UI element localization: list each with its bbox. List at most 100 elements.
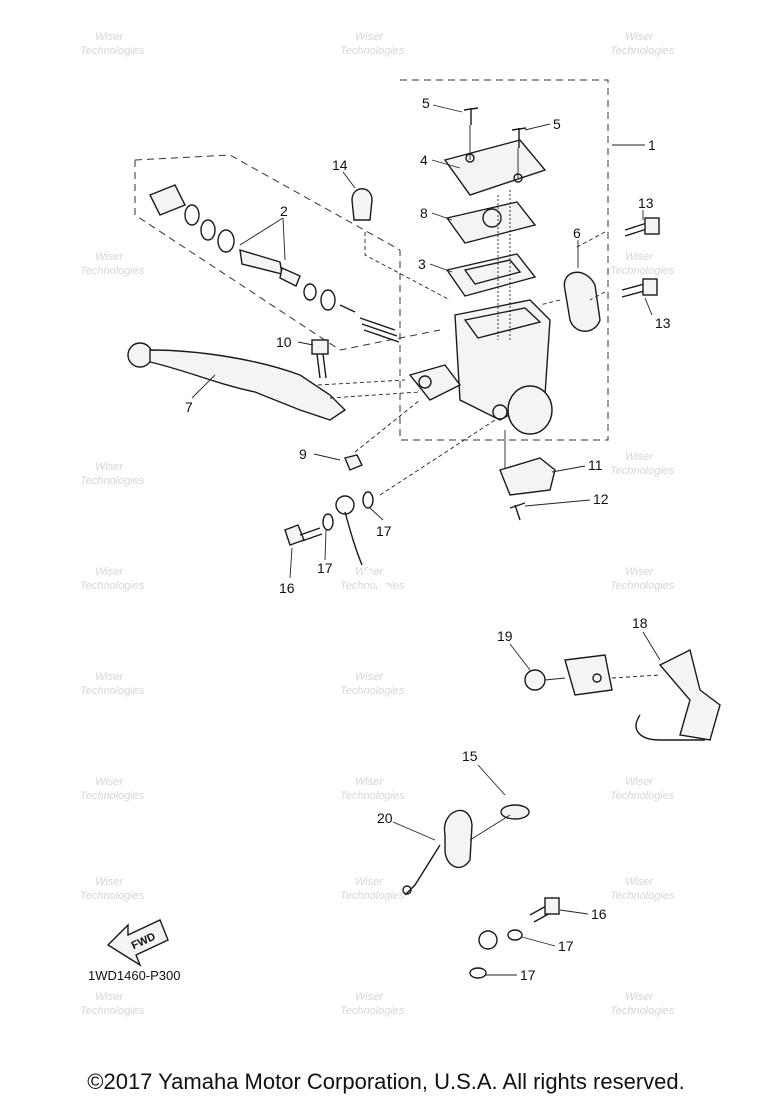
watermark: Technologies [80, 890, 145, 902]
watermark: Wiser [625, 251, 654, 263]
callout-19: 19 [497, 628, 513, 644]
watermark: Wiser [625, 876, 654, 888]
watermark: Technologies [80, 475, 145, 487]
diaphragm-holder [445, 201, 537, 244]
watermark: Wiser [95, 671, 124, 683]
drawing-code: 1WD1460-P300 [88, 968, 181, 983]
master-cylinder-body [454, 299, 553, 435]
watermark: Wiser [625, 776, 654, 788]
watermark: Wiser [95, 461, 124, 473]
callout-5: 5 [553, 116, 561, 132]
callout-14: 14 [332, 157, 348, 173]
watermark: Wiser [355, 776, 384, 788]
gasket [362, 491, 374, 509]
callout-17: 17 [520, 967, 536, 983]
hose-joint [564, 654, 613, 696]
brake-lever [127, 342, 347, 421]
callout-6: 6 [573, 225, 581, 241]
watermark: Wiser [95, 566, 124, 578]
gasket [469, 967, 487, 979]
watermark: Technologies [80, 580, 145, 592]
watermark: Technologies [610, 265, 675, 277]
screw [463, 107, 479, 125]
parts-diagram: Wiser Technologies Wiser Technologies Wi… [80, 31, 721, 1017]
watermark: Wiser [355, 671, 384, 683]
brake-hose [335, 495, 587, 950]
holder [563, 271, 601, 332]
watermark: Wiser [355, 31, 384, 43]
watermark: Technologies [610, 1005, 675, 1017]
callout-5: 5 [422, 95, 430, 111]
callout-16: 16 [591, 906, 607, 922]
lever-bracket [408, 364, 462, 401]
callout-18: 18 [632, 615, 648, 631]
watermark: Technologies [340, 685, 405, 697]
callout-2: 2 [280, 203, 288, 219]
watermark: Technologies [340, 1005, 405, 1017]
watermark: Wiser [95, 31, 124, 43]
callout-8: 7 [185, 399, 193, 415]
watermark: Wiser [95, 251, 124, 263]
nut [344, 454, 363, 471]
callout-12: 12 [593, 491, 609, 507]
watermark: Wiser [625, 451, 654, 463]
callout-7: 8 [420, 205, 428, 221]
watermark: Technologies [80, 790, 145, 802]
callout-13: 13 [638, 195, 654, 211]
watermark-group: Wiser Technologies Wiser Technologies Wi… [80, 31, 675, 1017]
gasket [322, 513, 334, 531]
bolt [621, 278, 658, 298]
nut [524, 669, 546, 691]
piston-kit-group-box [134, 154, 441, 351]
watermark: Technologies [340, 790, 405, 802]
callout-9: 9 [299, 446, 307, 462]
bolt [624, 217, 660, 237]
watermark: Technologies [80, 685, 145, 697]
callout-15: 15 [462, 748, 478, 764]
watermark: Technologies [610, 580, 675, 592]
watermark: Technologies [610, 890, 675, 902]
callout-16: 16 [279, 580, 295, 596]
watermark: Technologies [610, 790, 675, 802]
cap [351, 188, 373, 221]
callout-10: 10 [276, 334, 292, 350]
bolt [311, 339, 329, 379]
watermark: Wiser [625, 991, 654, 1003]
callout-11: 11 [588, 457, 603, 473]
copyright-footer: ©2017 Yamaha Motor Corporation, U.S.A. A… [87, 1069, 685, 1094]
union-bolt [284, 524, 323, 546]
callout-4: 4 [420, 152, 428, 168]
watermark: Wiser [355, 876, 384, 888]
hose-clamp [402, 809, 473, 896]
watermark: Wiser [625, 566, 654, 578]
screw [511, 127, 527, 148]
watermark: Wiser [625, 31, 654, 43]
reservoir-cap [443, 139, 547, 196]
master-cylinder-assembly-box [399, 79, 609, 441]
watermark: Technologies [80, 1005, 145, 1017]
callout-17: 17 [376, 523, 392, 539]
callout-1: 1 [648, 137, 656, 153]
callout-17: 17 [317, 560, 333, 576]
gasket [507, 929, 523, 941]
watermark: Technologies [340, 45, 405, 57]
watermark: Wiser [95, 776, 124, 788]
callout-17: 17 [558, 938, 574, 954]
watermark: Wiser [95, 991, 124, 1003]
fwd-arrow-icon: FWD [106, 919, 169, 967]
union-bolt [529, 897, 560, 923]
callout-3: 3 [418, 256, 426, 272]
watermark: Wiser [95, 876, 124, 888]
front-brake-switch [499, 457, 556, 496]
screw [509, 502, 526, 521]
leader-lines [191, 104, 661, 976]
watermark: Technologies [80, 45, 145, 57]
piston-kit [149, 184, 400, 343]
bracket [635, 648, 721, 741]
watermark: Technologies [340, 890, 405, 902]
watermark: Technologies [610, 465, 675, 477]
diaphragm [445, 253, 537, 297]
watermark: Technologies [610, 45, 675, 57]
callout-13: 13 [655, 315, 671, 331]
watermark: Technologies [80, 265, 145, 277]
